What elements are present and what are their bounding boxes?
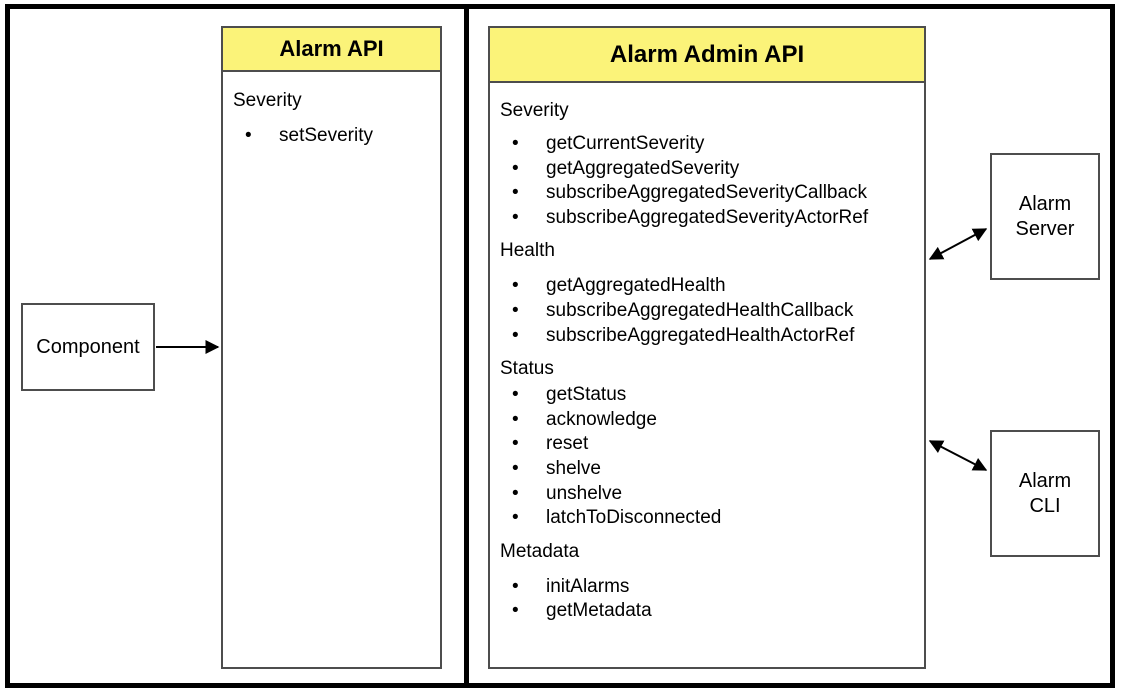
- admin-method-list-status: • getStatus • acknowledge • reset • shelve •…: [490, 383, 924, 531]
- bullet-icon: •: [512, 575, 519, 597]
- method-label: shelve: [546, 457, 601, 479]
- method-item[interactable]: • latchToDisconnected: [490, 506, 924, 531]
- method-item[interactable]: • reset: [490, 432, 924, 457]
- alarm-admin-api-header: Alarm Admin API: [490, 28, 924, 83]
- method-item[interactable]: • subscribeAggregatedHealthActorRef: [490, 324, 924, 349]
- component-box[interactable]: Component: [21, 303, 155, 391]
- bullet-icon: •: [512, 275, 519, 297]
- bullet-icon: •: [245, 125, 252, 146]
- method-label: subscribeAggregatedHealthActorRef: [546, 324, 855, 346]
- admin-method-list-metadata: • initAlarms • getMetadata: [490, 575, 924, 624]
- alarm-cli-box[interactable]: Alarm CLI: [990, 430, 1100, 557]
- method-label: initAlarms: [546, 575, 630, 597]
- alarm-admin-api-title: Alarm Admin API: [609, 40, 805, 68]
- method-item[interactable]: • acknowledge: [490, 408, 924, 433]
- alarm-api-section-title-severity: Severity: [233, 90, 302, 111]
- bullet-icon: •: [512, 182, 519, 204]
- alarm-api-card[interactable]: Alarm API Severity • setSeverity: [221, 26, 442, 669]
- method-label: latchToDisconnected: [546, 507, 722, 529]
- method-label: setSeverity: [279, 125, 373, 146]
- method-label: subscribeAggregatedHealthCallback: [546, 299, 854, 321]
- method-item[interactable]: • subscribeAggregatedSeverityActorRef: [490, 206, 924, 231]
- method-label: acknowledge: [546, 408, 657, 430]
- method-item[interactable]: • subscribeAggregatedSeverityCallback: [490, 181, 924, 206]
- method-item[interactable]: • getMetadata: [490, 599, 924, 624]
- bullet-icon: •: [512, 299, 519, 321]
- method-label: unshelve: [546, 482, 623, 504]
- outer-frame: [5, 4, 1115, 688]
- bullet-icon: •: [512, 507, 519, 529]
- admin-method-list-health: • getAggregatedHealth • subscribeAggregate…: [490, 274, 924, 348]
- alarm-server-label-line2: Server: [1015, 217, 1075, 240]
- component-box-label: Component: [36, 335, 140, 358]
- method-label: getAggregatedSeverity: [546, 157, 740, 179]
- method-item[interactable]: • setSeverity: [223, 124, 440, 149]
- alarm-api-body: Severity • setSeverity: [223, 72, 440, 149]
- method-label: reset: [546, 433, 589, 455]
- alarm-cli-label-line2: CLI: [1029, 494, 1061, 517]
- bullet-icon: •: [512, 157, 519, 179]
- alarm-cli-label-line1: Alarm: [1018, 469, 1072, 492]
- admin-section-title-metadata: Metadata: [500, 540, 580, 562]
- alarm-server-box[interactable]: Alarm Server: [990, 153, 1100, 280]
- method-label: getAggregatedHealth: [546, 275, 726, 297]
- alarm-api-title: Alarm API: [279, 36, 384, 61]
- method-label: subscribeAggregatedSeverityCallback: [546, 182, 868, 204]
- method-item[interactable]: • getAggregatedSeverity: [490, 157, 924, 182]
- bullet-icon: •: [512, 457, 519, 479]
- method-item[interactable]: • getStatus: [490, 383, 924, 408]
- bullet-icon: •: [512, 384, 519, 406]
- bullet-icon: •: [512, 433, 519, 455]
- bullet-icon: •: [512, 600, 519, 622]
- method-label: subscribeAggregatedSeverityActorRef: [546, 206, 869, 228]
- alarm-api-header: Alarm API: [223, 28, 440, 72]
- bullet-icon: •: [512, 324, 519, 346]
- method-item[interactable]: • getAggregatedHealth: [490, 274, 924, 299]
- frame-vertical-divider: [464, 4, 469, 688]
- method-item[interactable]: • shelve: [490, 457, 924, 482]
- admin-section-title-health: Health: [500, 240, 555, 262]
- method-label: getMetadata: [546, 600, 652, 622]
- bullet-icon: •: [512, 482, 519, 504]
- bullet-icon: •: [512, 408, 519, 430]
- admin-section-title-status: Status: [500, 358, 554, 380]
- alarm-api-method-list-severity: • setSeverity: [223, 124, 440, 149]
- method-item[interactable]: • unshelve: [490, 482, 924, 507]
- method-item[interactable]: • initAlarms: [490, 575, 924, 600]
- method-label: getStatus: [546, 384, 627, 406]
- alarm-server-label-line1: Alarm: [1018, 192, 1072, 215]
- admin-method-list-severity: • getCurrentSeverity • getAggregatedSeveri…: [490, 132, 924, 230]
- alarm-admin-api-card[interactable]: Alarm Admin API Severity • getCurrentSeve…: [488, 26, 926, 669]
- method-item[interactable]: • getCurrentSeverity: [490, 132, 924, 157]
- bullet-icon: •: [512, 133, 519, 154]
- method-item[interactable]: • subscribeAggregatedHealthCallback: [490, 299, 924, 324]
- admin-section-title-severity: Severity: [500, 100, 569, 121]
- method-label: getCurrentSeverity: [546, 133, 705, 154]
- bullet-icon: •: [512, 206, 519, 228]
- alarm-admin-api-body: Severity • getCurrentSeverity • getAggrega…: [490, 83, 924, 624]
